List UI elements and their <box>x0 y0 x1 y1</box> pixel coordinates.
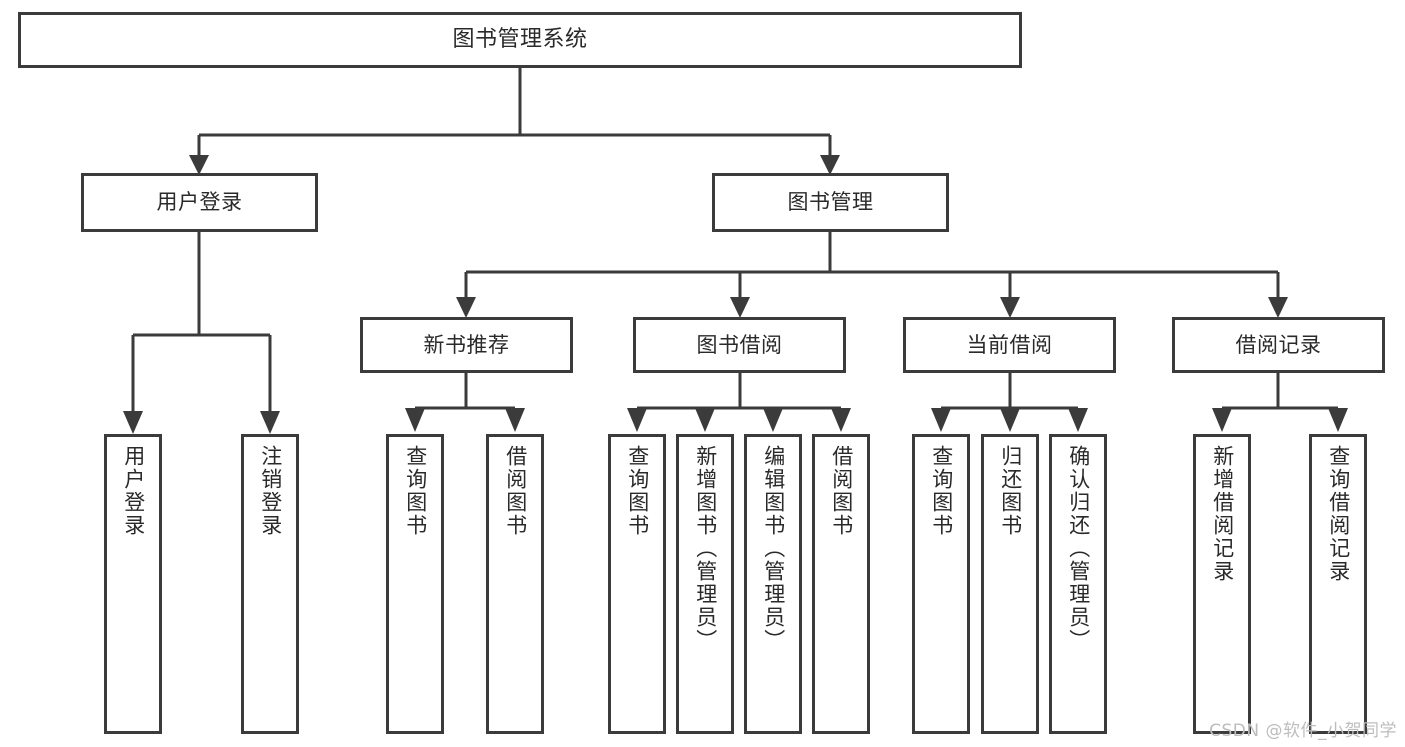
arrow-current-leaf3 <box>1068 408 1088 432</box>
node-root-label: 图书管理系统 <box>452 26 588 52</box>
arrow-record-leaf1 <box>1212 408 1232 432</box>
leaf-user-login-login-label: 用户登录 <box>121 445 146 537</box>
node-current-borrow[interactable]: 当前借阅 <box>903 317 1116 373</box>
leaf-borrow-record-query[interactable]: 查询借阅记录 <box>1309 434 1367 734</box>
leaf-new-book-borrow[interactable]: 借阅图书 <box>486 434 544 734</box>
arrow-new-leaf1 <box>405 408 425 432</box>
node-root-book-management-system[interactable]: 图书管理系统 <box>18 12 1022 68</box>
arrow-userlogin-leaf2 <box>260 411 280 434</box>
arrow-bookmgmt-to-new <box>456 297 476 318</box>
leaf-user-login-logout[interactable]: 注销登录 <box>241 434 299 734</box>
arrow-root-to-user-login <box>189 155 209 175</box>
leaf-current-borrow-query[interactable]: 查询图书 <box>912 434 970 734</box>
arrow-borrow-leaf1 <box>627 408 647 432</box>
arrow-bookmgmt-to-current <box>1000 297 1020 318</box>
arrow-bookmgmt-to-borrow <box>730 297 750 318</box>
leaf-book-borrow-query[interactable]: 查询图书 <box>608 434 666 734</box>
arrow-bookmgmt-to-record <box>1268 297 1288 318</box>
node-new-book-recommend[interactable]: 新书推荐 <box>360 317 573 373</box>
watermark-text: CSDN @软件_小贺同学 <box>1209 721 1397 741</box>
leaf-new-book-borrow-label: 借阅图书 <box>503 445 528 537</box>
node-book-borrow-label: 图书借阅 <box>696 332 783 357</box>
leaf-book-borrow-edit-label: 编辑图书（管理员） <box>761 445 786 652</box>
leaf-book-borrow-add-label: 新增图书（管理员） <box>693 445 718 652</box>
arrow-current-leaf2 <box>1000 408 1020 432</box>
node-book-management[interactable]: 图书管理 <box>712 173 949 232</box>
leaf-current-borrow-confirm-return[interactable]: 确认归还（管理员） <box>1049 434 1107 734</box>
node-book-borrow[interactable]: 图书借阅 <box>633 317 846 373</box>
leaf-current-borrow-query-label: 查询图书 <box>929 445 954 537</box>
arrow-borrow-leaf3 <box>763 408 783 432</box>
leaf-book-borrow-borrow[interactable]: 借阅图书 <box>812 434 870 734</box>
leaf-new-book-query-label: 查询图书 <box>403 445 428 537</box>
arrow-current-leaf1 <box>931 408 951 432</box>
arrow-borrow-leaf2 <box>695 408 715 432</box>
node-user-login[interactable]: 用户登录 <box>81 173 318 232</box>
leaf-book-borrow-query-label: 查询图书 <box>625 445 650 537</box>
arrow-root-to-book-mgmt <box>820 155 840 175</box>
arrow-record-leaf2 <box>1328 408 1348 432</box>
arrow-userlogin-leaf1 <box>123 411 143 434</box>
leaf-borrow-record-query-label: 查询借阅记录 <box>1326 445 1351 583</box>
node-new-book-recommend-label: 新书推荐 <box>423 332 510 357</box>
leaf-current-borrow-return-label: 归还图书 <box>998 445 1023 537</box>
leaf-current-borrow-confirm-return-label: 确认归还（管理员） <box>1066 445 1091 652</box>
leaf-book-borrow-add[interactable]: 新增图书（管理员） <box>676 434 734 734</box>
node-current-borrow-label: 当前借阅 <box>966 332 1053 357</box>
arrow-borrow-leaf4 <box>831 408 851 432</box>
leaf-user-login-login[interactable]: 用户登录 <box>104 434 162 734</box>
leaf-book-borrow-borrow-label: 借阅图书 <box>829 445 854 537</box>
leaf-current-borrow-return[interactable]: 归还图书 <box>981 434 1039 734</box>
node-user-login-label: 用户登录 <box>156 190 243 215</box>
leaf-new-book-query[interactable]: 查询图书 <box>386 434 444 734</box>
leaf-user-login-logout-label: 注销登录 <box>258 445 283 537</box>
node-borrow-record-label: 借阅记录 <box>1235 332 1322 357</box>
arrow-new-leaf2 <box>505 408 525 432</box>
leaf-borrow-record-add-label: 新增借阅记录 <box>1210 445 1235 583</box>
node-book-management-label: 图书管理 <box>787 190 874 215</box>
leaf-borrow-record-add[interactable]: 新增借阅记录 <box>1193 434 1251 734</box>
node-borrow-record[interactable]: 借阅记录 <box>1172 317 1385 373</box>
leaf-book-borrow-edit[interactable]: 编辑图书（管理员） <box>744 434 802 734</box>
